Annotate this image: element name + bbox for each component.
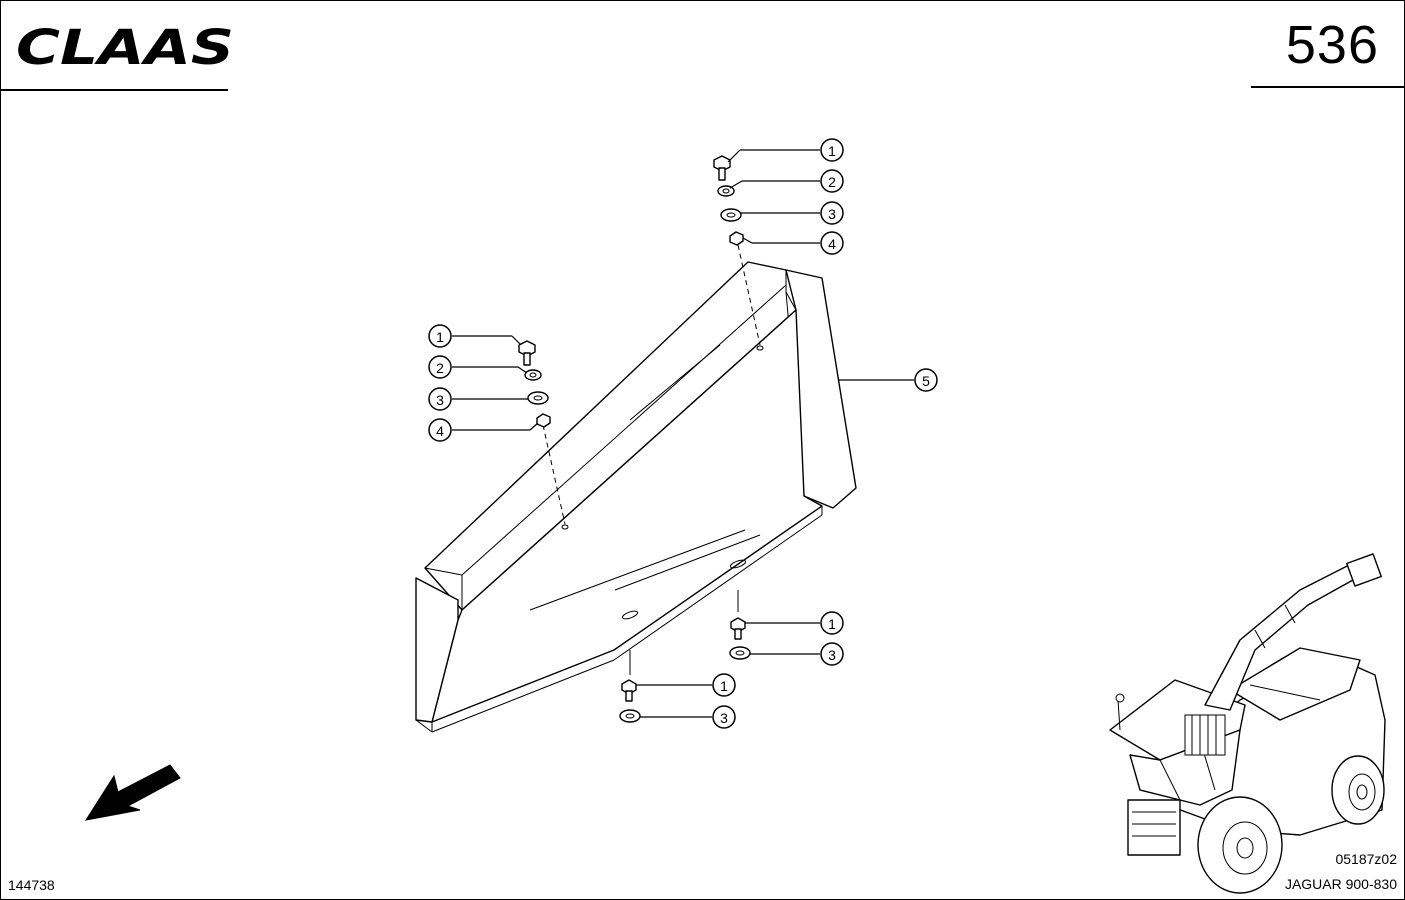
drawing-number: 144738 [8,877,55,893]
assembly-line-left [542,424,566,525]
callout-lower-left-1: 1 [712,673,736,697]
callout-lower-right-1: 1 [820,611,844,635]
washer-icon [619,709,641,723]
nut-icon [536,413,551,428]
washer-icon [729,646,751,660]
callout-left-4: 4 [428,418,452,442]
callout-left-1: 1 [428,324,452,348]
callout-top-2: 2 [820,169,844,193]
leader-lines [452,149,914,718]
page-number: 536 [1285,15,1379,75]
guard-plate-part [415,261,857,733]
svg-text:1: 1 [828,616,836,632]
figure-code: 05187z02 [1335,851,1397,867]
hardware-lower-right [729,617,751,660]
bolt-head-icon [713,155,731,172]
svg-text:2: 2 [436,360,444,376]
hardware-lower-left [619,679,641,723]
svg-text:1: 1 [436,329,444,345]
callout-left-2: 2 [428,355,452,379]
callout-left-3: 3 [428,387,452,411]
lock-washer-icon [717,185,735,197]
callout-top-4: 4 [820,231,844,255]
nut-icon [729,231,744,246]
logo-underline [0,89,228,91]
bolt-head-icon [518,340,536,357]
callout-guard-5: 5 [914,368,938,392]
svg-text:5: 5 [922,373,930,389]
page-number-underline [1251,86,1405,88]
hardware-top [713,155,744,246]
svg-text:4: 4 [436,423,444,439]
lock-washer-icon [524,369,542,381]
svg-text:1: 1 [828,143,836,159]
svg-text:2: 2 [828,174,836,190]
svg-text:1: 1 [720,678,728,694]
svg-text:3: 3 [436,392,444,408]
washer-icon [527,391,549,405]
claas-logo: CLAAS [14,20,239,77]
harvester-thumbnail-icon [1109,553,1386,894]
direction-arrow-icon [84,764,181,821]
assembly-line-top [737,244,761,346]
callout-top-1: 1 [820,138,844,162]
washer-icon [720,208,742,222]
callout-lower-left-3: 3 [712,705,736,729]
hardware-left [518,340,551,428]
model-name: JAGUAR 900-830 [1284,876,1397,892]
bolt-head-icon [730,617,746,633]
bolt-head-icon [621,679,637,695]
brand-wordmark: CLAAS [16,22,234,72]
svg-text:3: 3 [828,647,836,663]
svg-text:4: 4 [828,236,836,252]
svg-text:3: 3 [720,710,728,726]
callout-top-3: 3 [820,201,844,225]
callout-lower-right-3: 3 [820,642,844,666]
svg-text:3: 3 [828,206,836,222]
